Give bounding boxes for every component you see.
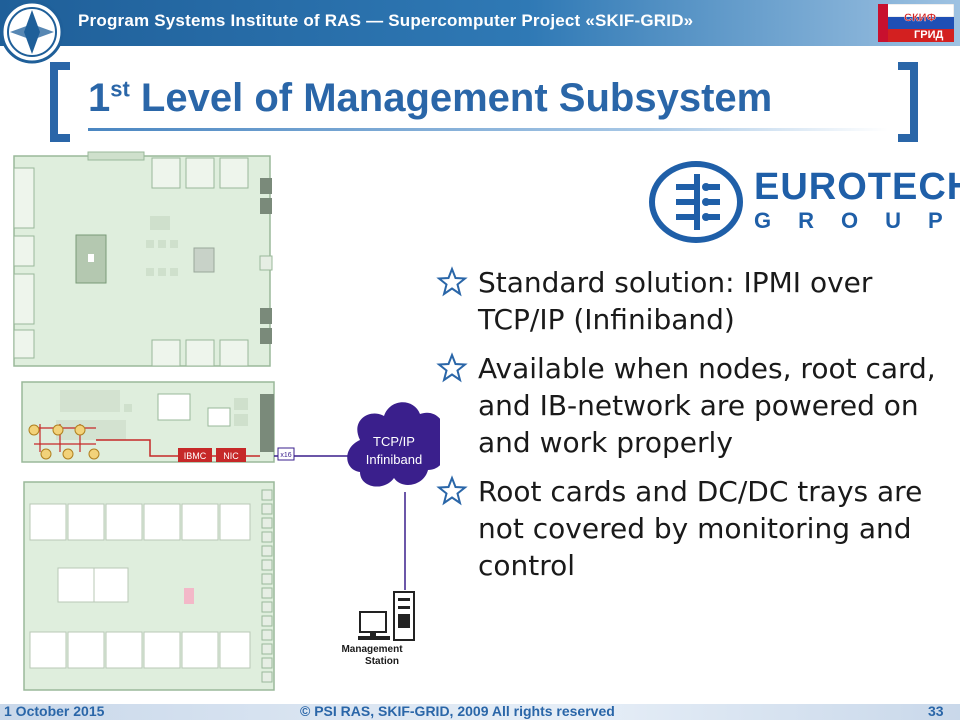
- title-number: 1: [88, 76, 111, 120]
- root-card-board: IBMC NIC: [21, 381, 275, 463]
- bullet-item: Root cards and DC/DC trays are not cover…: [436, 473, 951, 584]
- star-bullet-icon: [436, 266, 468, 297]
- bullet-text: Standard solution: IPMI over TCP/IP (Inf…: [478, 266, 873, 336]
- footer-bar: [0, 704, 960, 720]
- cloud-label-line2: Infiniband: [366, 452, 422, 467]
- bullet-item: Available when nodes, root card, and IB-…: [436, 350, 951, 461]
- eurotech-logo-sub: GROUP: [754, 208, 960, 233]
- station-label-line1: Management: [341, 644, 403, 655]
- tcpip-infiniband-cloud: TCP/IP Infiniband: [347, 402, 440, 487]
- flag-word-bottom: ГРИД: [914, 29, 943, 41]
- nic-chip-label: NIC: [223, 451, 239, 461]
- ibmc-chip-label: IBMC: [184, 451, 207, 461]
- star-bullet-icon: [436, 475, 468, 506]
- node-board-top: [13, 151, 273, 367]
- link-width-label: x16: [280, 452, 291, 459]
- management-diagram: IBMC NIC x16: [13, 151, 440, 691]
- title-bracket-right: [898, 62, 918, 142]
- footer-copyright: © PSI RAS, SKIF-GRID, 2009 All rights re…: [300, 703, 615, 719]
- station-label-line2: Station: [365, 656, 399, 667]
- footer-date: 1 October 2015: [4, 703, 105, 719]
- cloud-label-line1: TCP/IP: [373, 434, 415, 449]
- network-link: x16: [274, 447, 406, 590]
- title-underline: [88, 128, 888, 131]
- bullet-list: Standard solution: IPMI over TCP/IP (Inf…: [436, 264, 951, 596]
- eurotech-logo-name: EUROTECH: [754, 166, 960, 208]
- title-bracket-left: [50, 62, 70, 142]
- title-ordinal-suffix: st: [110, 76, 130, 102]
- management-station: Management Station: [341, 591, 415, 667]
- page-number: 33: [928, 703, 944, 719]
- page-title: 1st Level of Management Subsystem: [88, 76, 772, 121]
- bullet-item: Standard solution: IPMI over TCP/IP (Inf…: [436, 264, 951, 338]
- header-title: Program Systems Institute of RAS — Super…: [78, 11, 694, 30]
- star-bullet-icon: [436, 352, 468, 383]
- header-bar: [0, 0, 960, 46]
- eurotech-logo-icon: [649, 161, 743, 243]
- flag-word-top: СКИФ: [904, 12, 936, 24]
- bullet-text: Available when nodes, root card, and IB-…: [478, 352, 936, 459]
- psi-emblem-icon: [0, 0, 64, 64]
- title-text: Level of Management Subsystem: [129, 76, 773, 120]
- skif-grid-flag-icon: СКИФ ГРИД: [878, 4, 954, 42]
- node-board-bottom: [23, 481, 275, 691]
- bullet-text: Root cards and DC/DC trays are not cover…: [478, 475, 923, 582]
